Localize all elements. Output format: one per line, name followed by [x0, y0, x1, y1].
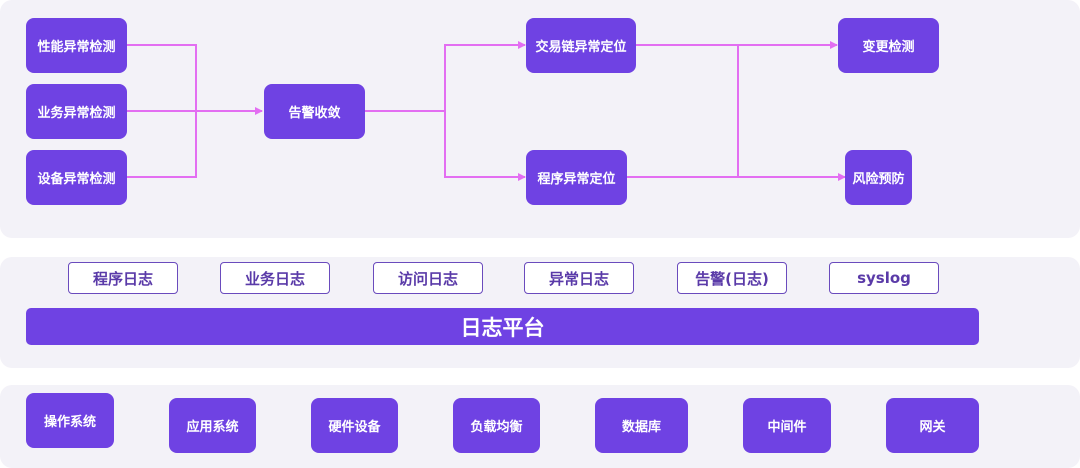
- connector-to-trade-chain: [444, 41, 526, 111]
- connector-device: [126, 111, 197, 178]
- performance-detection-box: 性能异常检测: [26, 18, 127, 73]
- infra-middleware-box: 中间件: [743, 398, 831, 453]
- alert-convergence-box: 告警收敛: [264, 84, 365, 139]
- program-locate-box: 程序异常定位: [526, 150, 627, 205]
- log-tag-business: 业务日志: [220, 262, 330, 294]
- log-platform-bar: 日志平台: [26, 308, 979, 345]
- infra-load-balancer-box: 负载均衡: [453, 398, 540, 453]
- infra-hardware-box: 硬件设备: [311, 398, 398, 453]
- infra-database-box: 数据库: [595, 398, 688, 453]
- connector-performance: [126, 44, 197, 111]
- log-tag-alert: 告警(日志): [677, 262, 787, 294]
- log-tag-access: 访问日志: [373, 262, 483, 294]
- trade-chain-locate-box: 交易链异常定位: [526, 18, 636, 73]
- connector-to-program: [444, 111, 526, 181]
- infra-application-box: 应用系统: [169, 398, 256, 453]
- flow-connectors: [126, 41, 846, 181]
- device-detection-box: 设备异常检测: [26, 150, 127, 205]
- log-tag-program: 程序日志: [68, 262, 178, 294]
- infra-os-box: 操作系统: [26, 393, 114, 448]
- log-tag-syslog: syslog: [829, 262, 939, 294]
- infra-gateway-box: 网关: [886, 398, 979, 453]
- risk-prevention-box: 风险预防: [845, 150, 912, 205]
- change-detection-box: 变更检测: [838, 18, 939, 73]
- business-detection-box: 业务异常检测: [26, 84, 127, 139]
- log-tag-exception: 异常日志: [524, 262, 634, 294]
